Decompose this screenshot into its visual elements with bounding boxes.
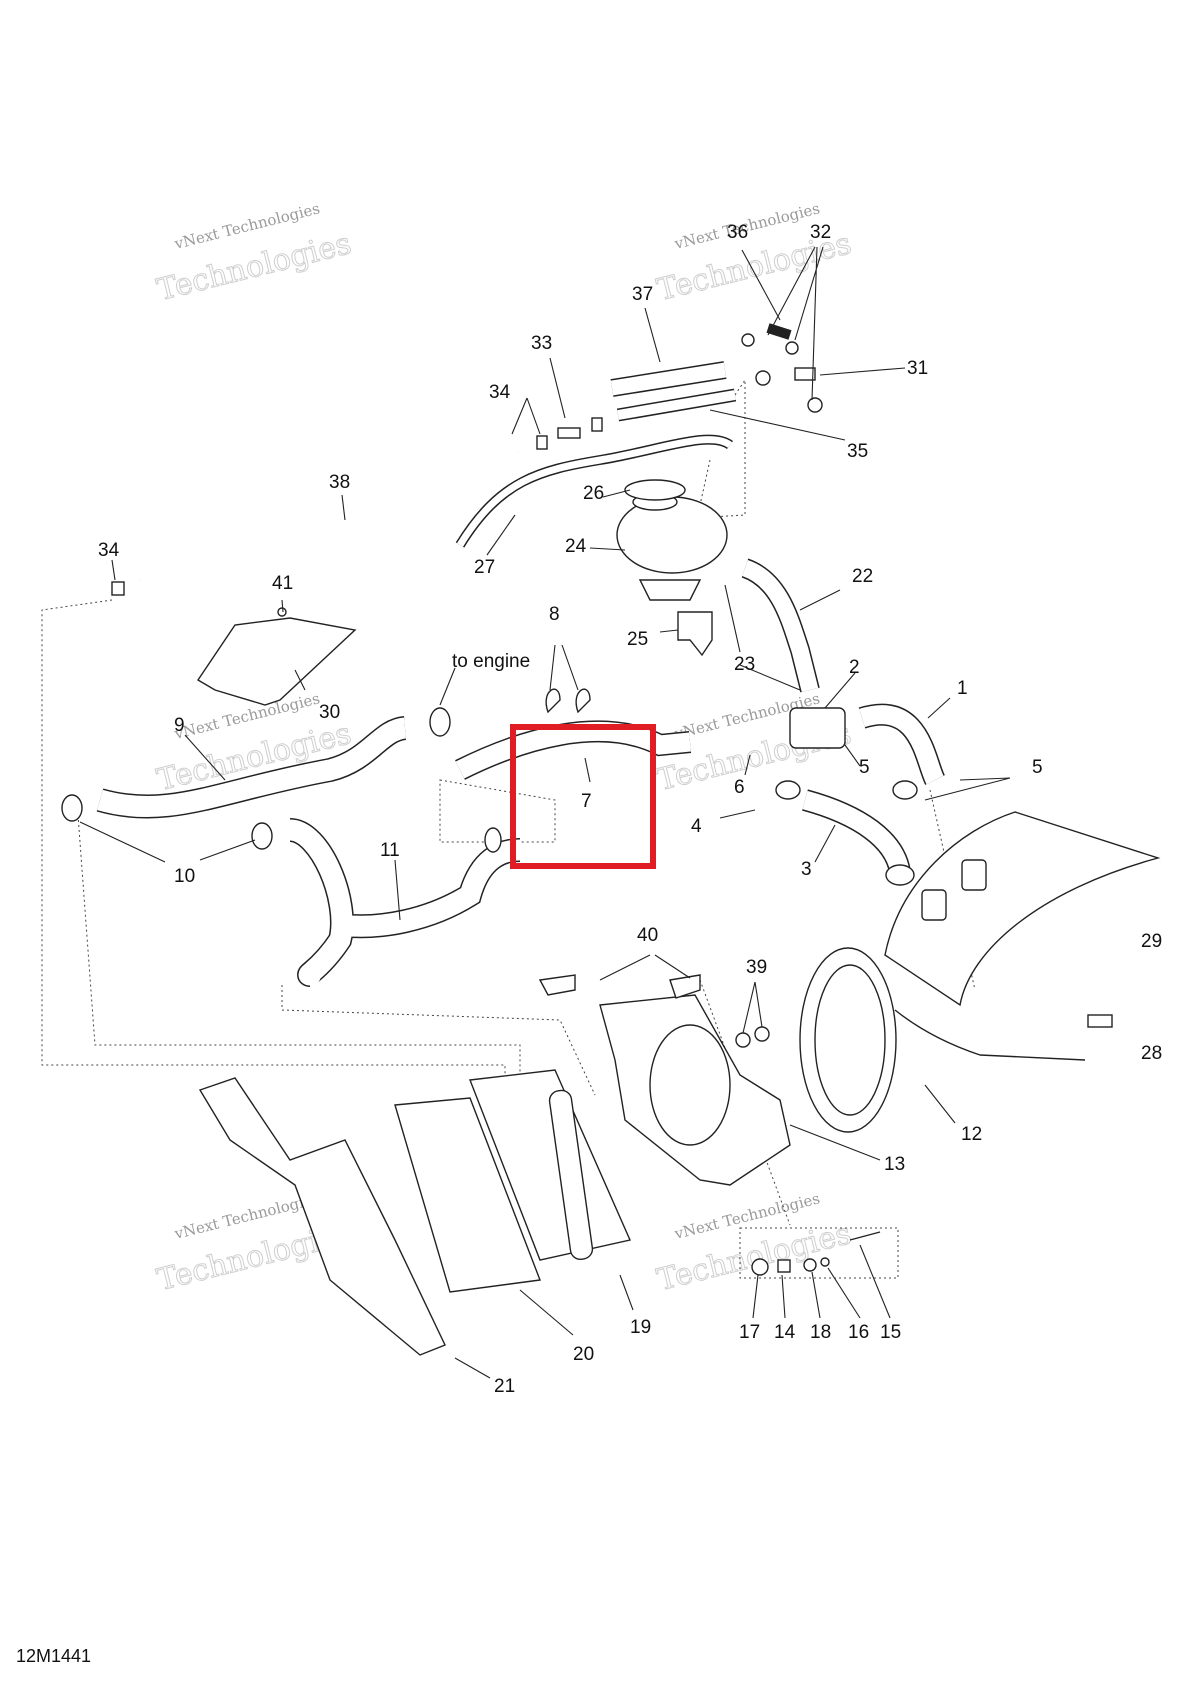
shroud-panel: [884, 811, 1161, 1007]
callout-6: 6: [734, 777, 745, 798]
bracket-screw: [277, 607, 287, 617]
callout-10: 10: [174, 866, 195, 887]
callout-23: 23: [734, 654, 755, 675]
callout-4: 4: [691, 816, 702, 837]
grommet: [735, 1032, 751, 1048]
callout-18: 18: [810, 1322, 831, 1343]
callout-34: 34: [98, 540, 120, 561]
washer: [820, 1257, 830, 1267]
callout-14: 14: [774, 1322, 796, 1343]
bolt: [849, 1231, 881, 1241]
fan-blades: [814, 964, 886, 1116]
clamp: [591, 417, 603, 432]
callout-27: 27: [474, 557, 495, 578]
clamp: [111, 581, 125, 596]
fan-connector: [1087, 1014, 1113, 1028]
clamp: [755, 370, 771, 386]
radiator-tank: [548, 1089, 594, 1260]
callout-36: 36: [727, 222, 748, 243]
callout-25: 25: [627, 629, 648, 650]
callout-33: 33: [531, 333, 552, 354]
callout-20: 20: [573, 1344, 594, 1365]
callout-39: 39: [746, 957, 767, 978]
radiator-frame: [394, 1097, 541, 1293]
callout-15: 15: [880, 1322, 901, 1343]
expansion-tank: [616, 496, 728, 574]
fan-wire: [894, 1009, 1086, 1061]
tee-fitting: [789, 707, 846, 749]
hose-support-bracket: [197, 617, 357, 706]
callout-13: 13: [884, 1154, 905, 1175]
callout-31: 31: [907, 358, 928, 379]
callout-5: 5: [1032, 757, 1043, 778]
component-group: [61, 333, 1161, 1356]
callout-35: 35: [847, 441, 868, 462]
leader-lines: [79, 246, 1011, 1379]
clamp: [775, 780, 801, 800]
reference-code: 12M1441: [16, 1646, 92, 1666]
callout-3: 3: [801, 859, 812, 880]
callout-11: 11: [380, 840, 400, 861]
spacer: [777, 1259, 791, 1273]
tee-connector: [794, 367, 816, 381]
callout-26: 26: [583, 483, 604, 504]
clamp: [484, 827, 502, 853]
plug: [807, 397, 823, 413]
callout-8: 8: [549, 604, 560, 625]
callout-19: 19: [630, 1317, 651, 1338]
washer: [803, 1258, 817, 1272]
callout-16: 16: [848, 1322, 869, 1343]
callout-34: 34: [489, 382, 511, 403]
clamp: [741, 333, 755, 347]
clamp: [61, 794, 83, 822]
grommet: [921, 889, 947, 921]
nut: [751, 1258, 769, 1276]
callout-labels: 1 2 3 4 5 5 6 7 8 9 10 11 12 13 14 15 16…: [98, 222, 1162, 1397]
clamp: [251, 822, 273, 850]
callout-7: 7: [581, 791, 592, 812]
callout-28: 28: [1141, 1043, 1162, 1064]
clamp: [429, 707, 451, 737]
clamp: [536, 435, 548, 450]
grommet: [754, 1026, 770, 1042]
callout-17: 17: [739, 1322, 760, 1343]
callout-21: 21: [494, 1376, 515, 1397]
callout-5: 5: [859, 757, 870, 778]
side-panel: [198, 1077, 446, 1356]
hose-connector: [557, 427, 581, 439]
callout-32: 32: [810, 222, 831, 243]
tank-bracket: [638, 579, 702, 601]
clamp: [575, 688, 591, 714]
callout-12: 12: [961, 1124, 982, 1145]
callout-9: 9: [174, 715, 185, 736]
callout-41: 41: [272, 573, 293, 594]
tank-cap: [624, 479, 686, 501]
radiator: [469, 1069, 631, 1261]
clamp: [785, 341, 799, 355]
callout-30: 30: [319, 702, 340, 723]
callout-1: 1: [957, 678, 968, 699]
to-engine-label: to engine: [452, 651, 530, 672]
callout-29: 29: [1141, 931, 1162, 952]
callout-2: 2: [849, 657, 860, 678]
callout-22: 22: [852, 566, 873, 587]
callout-24: 24: [565, 536, 587, 557]
clamp: [545, 688, 561, 714]
clamp: [885, 864, 915, 886]
highlight-box: [510, 724, 656, 869]
grommet: [961, 859, 987, 891]
callout-37: 37: [632, 284, 653, 305]
clamp: [892, 780, 918, 800]
radiator-bracket: [669, 974, 701, 999]
tank-mount-bracket: [677, 611, 713, 657]
shroud-opening: [649, 1024, 731, 1146]
callout-38: 38: [329, 472, 350, 493]
radiator-bracket: [538, 974, 576, 996]
callout-40: 40: [637, 925, 658, 946]
